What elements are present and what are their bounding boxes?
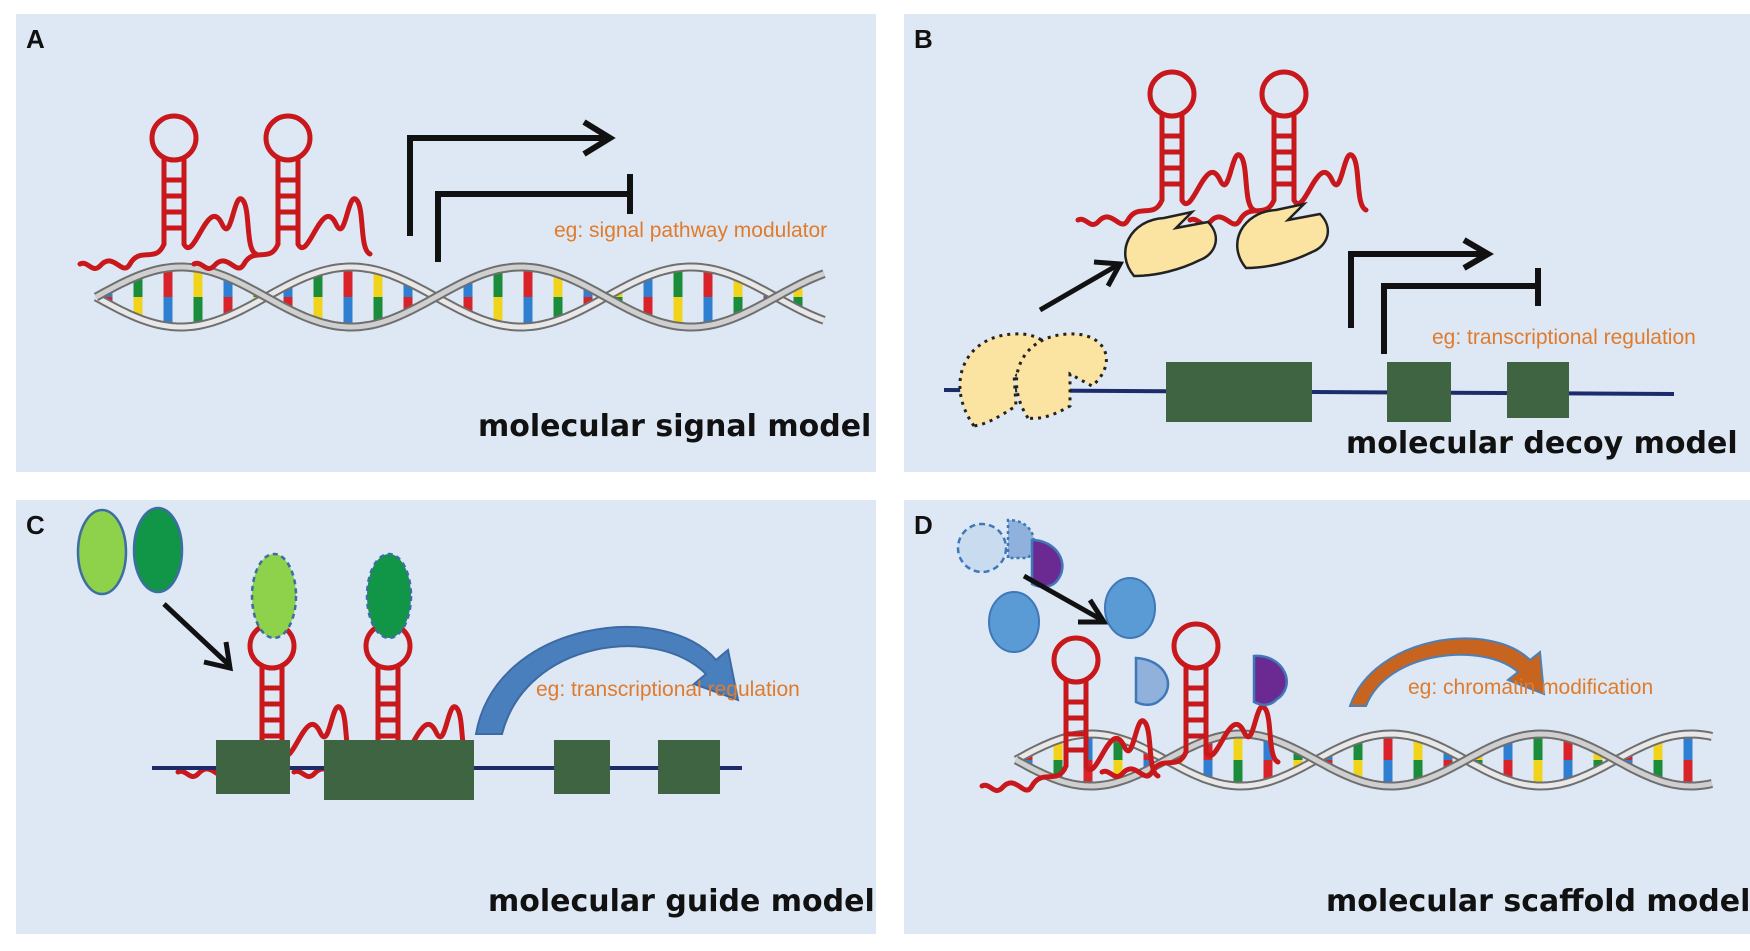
gene-box [1387, 362, 1451, 422]
dna-backbone-shadow [93, 262, 826, 332]
binding-arrow [1038, 259, 1125, 313]
panel-signal-model: A eg: signal pathway modulator molecular… [16, 14, 876, 472]
dna-backbone [94, 264, 825, 330]
model-title: molecular scaffold model [1326, 884, 1750, 919]
lncrna-hairpin [80, 116, 256, 269]
binding-arrow [1022, 573, 1109, 625]
example-annotation: eg: signal pathway modulator [554, 219, 828, 242]
curved-modification-arrow [1348, 637, 1546, 707]
panel-letter: A [26, 24, 45, 54]
example-annotation: eg: chromatin modification [1408, 676, 1654, 699]
binding-arrow [162, 602, 234, 672]
gene-box [1166, 362, 1312, 422]
signal-model-illustration [16, 14, 826, 332]
bound-protein-dark [365, 552, 413, 640]
scaffold-protein-blue [988, 591, 1040, 653]
decoy-model-illustration [943, 14, 1675, 428]
dna-backbone-shadow [93, 262, 826, 332]
dna-helix [93, 262, 826, 332]
scaffold-model-illustration [956, 518, 1713, 934]
dna-backbone [94, 264, 825, 330]
panel-letter: B [914, 24, 933, 54]
free-protein-dark [132, 506, 184, 594]
scaffold-protein-blue [1104, 577, 1156, 639]
scaffold-protein-light [1134, 656, 1170, 706]
repression-arrow [1381, 268, 1541, 354]
panel-decoy-model: B eg: transcriptional regulation molecul [904, 14, 1750, 472]
model-title: molecular guide model [488, 884, 875, 919]
lncrna-hairpin [194, 116, 370, 269]
gene-box [658, 740, 720, 794]
guide-model-illustration [76, 506, 742, 800]
panel-guide-model: C eg: transcriptional regulation molecul… [16, 500, 876, 934]
gene-box [554, 740, 610, 794]
model-title: molecular decoy model [1346, 426, 1738, 461]
decoy-protein [1124, 201, 1330, 278]
repression-arrow [435, 174, 633, 262]
lncrna-hairpin [1102, 624, 1278, 777]
gene-box [216, 740, 290, 794]
model-title: molecular signal model [478, 409, 872, 444]
gene-box [324, 740, 474, 800]
lncrna-hairpin [1078, 72, 1254, 225]
dna-backbone [1014, 731, 1713, 789]
activation-arrow [1348, 237, 1494, 328]
free-protein-light [76, 508, 128, 596]
free-protein-complex [956, 518, 1064, 588]
panel-scaffold-model: D eg: chromatin modification molecular s… [904, 500, 1750, 934]
activation-arrow [407, 119, 616, 236]
example-annotation: eg: transcriptional regulation [1432, 326, 1696, 349]
scaffold-protein-purple [1252, 654, 1288, 706]
curved-regulation-arrow [474, 626, 740, 735]
released-protein-outline [958, 332, 1108, 428]
example-annotation: eg: transcriptional regulation [536, 678, 800, 701]
panel-letter: C [26, 510, 45, 540]
lncrna-hairpin [1190, 72, 1366, 225]
bound-protein-light [250, 552, 298, 640]
gene-box [1507, 362, 1569, 418]
panel-letter: D [914, 510, 933, 540]
